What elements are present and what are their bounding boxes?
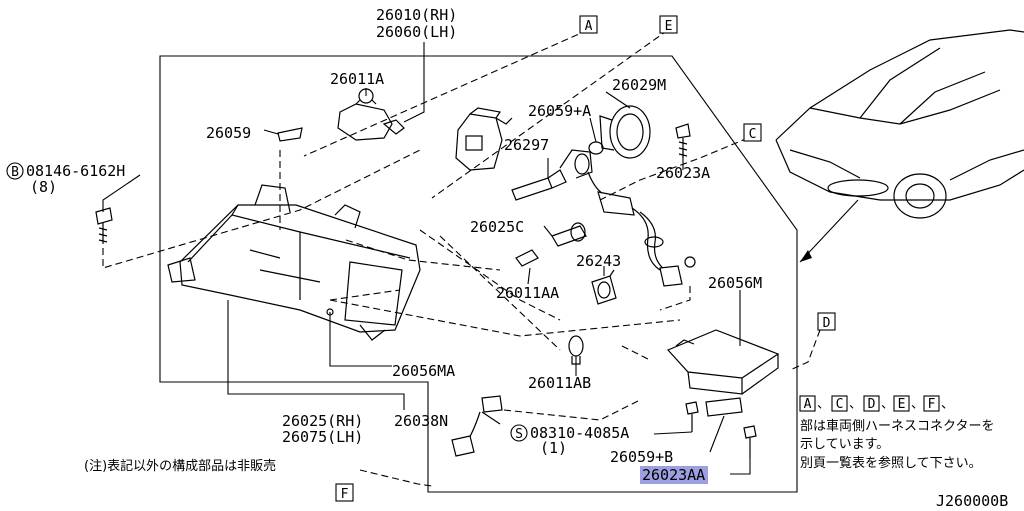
label-26075: 26075(LH) [282, 428, 363, 446]
label-26056MA: 26056MA [392, 362, 455, 380]
wiring-harness [587, 171, 696, 287]
screw-26023AA [743, 425, 757, 458]
svg-text:D: D [823, 316, 831, 331]
label-08146-qty: (8) [30, 178, 57, 196]
label-08310-qty: (1) [540, 439, 567, 457]
note-non-sale: (注)表記以外の構成部品は非販売 [84, 458, 276, 474]
svg-text:E: E [898, 397, 906, 412]
control-unit-26056M [666, 329, 780, 395]
svg-text:F: F [928, 397, 936, 412]
label-26038N: 26038N [394, 412, 448, 430]
label-26059A: 26059+A [528, 102, 591, 120]
svg-text:、: 、 [911, 397, 924, 412]
label-26011AB: 26011AB [528, 374, 591, 392]
svg-text:A: A [804, 397, 812, 412]
connector-note-line4: 別頁一覧表を参照して下さい。 [800, 455, 982, 471]
ref-box-E: E [659, 15, 678, 34]
ref-box-C: C [743, 123, 762, 142]
assembly-frame [159, 55, 798, 493]
svg-text:S: S [515, 427, 523, 442]
seal-26059 [277, 127, 303, 142]
label-26243: 26243 [576, 252, 621, 270]
vehicle-arrow-head [800, 250, 812, 262]
label-26297: 26297 [504, 136, 549, 154]
bulb-26011A [337, 88, 405, 141]
label-26029M: 26029M [612, 76, 666, 94]
svg-text:F: F [341, 487, 349, 502]
highlight-26023AA [640, 466, 708, 484]
harness-26038N [451, 395, 503, 457]
screw-26023A [675, 123, 691, 158]
label-26059B: 26059+B [610, 448, 673, 466]
ref-box-A: A [579, 15, 598, 34]
svg-text:、: 、 [817, 397, 830, 412]
connector-note-line2: 部は車両側ハーネスコネクターを [800, 419, 994, 434]
pad-26059B [705, 397, 743, 417]
label-26023AA: 26023AA [642, 466, 705, 484]
svg-text:D: D [868, 397, 876, 412]
ref-box-F: F [335, 483, 354, 502]
label-26010: 26010(RH) [376, 6, 457, 24]
diagram-code: J260000B [936, 492, 1008, 510]
screw-08310 [685, 401, 699, 432]
bolt-08146 [95, 207, 113, 244]
label-26025C: 26025C [470, 218, 524, 236]
svg-text:A: A [585, 19, 593, 34]
label-08310: 08310-4085A [530, 424, 629, 442]
socket-26297 [511, 149, 593, 201]
label-26060: 26060(LH) [376, 23, 457, 41]
label-26023AA-highlighted: 26023 [642, 466, 687, 484]
svg-text:C: C [749, 127, 757, 142]
headlamp-housing [167, 184, 421, 341]
label-26023AA-suffix: AA [687, 466, 705, 484]
leader-lines [102, 42, 751, 475]
cap-26029M [599, 105, 651, 159]
svg-text:C: C [836, 397, 844, 412]
connector-note: A 、 C 、 D 、 E 、 F 、 [799, 395, 954, 412]
screw-08310-callout: S [510, 424, 528, 442]
label-26025: 26025(RH) [282, 412, 363, 430]
actuator-unit [455, 107, 513, 171]
svg-text:、: 、 [849, 397, 862, 412]
label-08146: 08146-6162H [26, 162, 125, 180]
socket-26243 [591, 269, 617, 305]
vehicle-illustration [775, 29, 1024, 219]
svg-text:、: 、 [941, 397, 954, 412]
bulb-26011AA [515, 249, 539, 267]
socket-26025C [551, 222, 587, 247]
label-26056M: 26056M [708, 274, 762, 292]
svg-text:E: E [665, 19, 673, 34]
label-26011A: 26011A [330, 70, 384, 88]
vehicle-arrow [799, 199, 859, 263]
svg-text:B: B [11, 165, 19, 180]
bolt-08146-callout: B [6, 162, 24, 180]
oring-26059A [588, 141, 604, 155]
svg-text:、: 、 [881, 397, 894, 412]
label-26023A: 26023A [656, 164, 710, 182]
connector-note-line3: 示しています。 [800, 437, 889, 452]
dashed-ref-lines [102, 29, 821, 487]
ref-box-D: D [817, 312, 836, 331]
label-26059: 26059 [206, 124, 251, 142]
label-26011AA: 26011AA [496, 284, 559, 302]
